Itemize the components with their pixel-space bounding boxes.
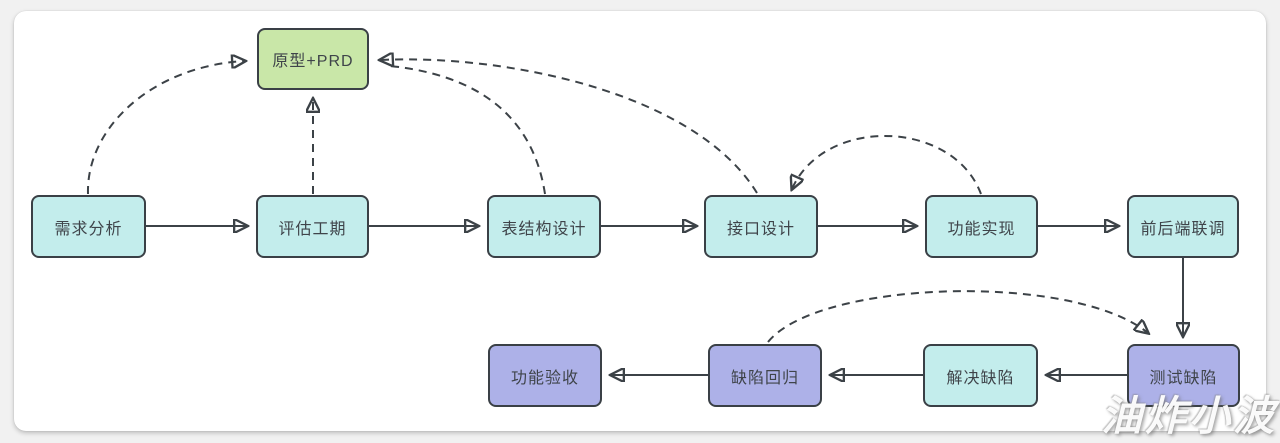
node-label: 功能实现 [947, 220, 1016, 238]
node-label: 需求分析 [54, 220, 123, 238]
node-test-defects: 测试缺陷 [1127, 344, 1240, 407]
node-label: 原型+PRD [272, 53, 354, 70]
node-feature-acceptance: 功能验收 [488, 344, 602, 407]
node-label: 接口设计 [726, 220, 795, 238]
node-defect-regression: 缺陷回归 [708, 344, 822, 407]
node-table-structure-design: 表结构设计 [487, 195, 601, 258]
node-prototype-prd: 原型+PRD [257, 28, 369, 90]
node-label: 评估工期 [278, 220, 347, 238]
node-label: 测试缺陷 [1149, 369, 1218, 387]
node-label: 功能验收 [510, 369, 579, 387]
watermark: 油炸小波 [1101, 393, 1277, 439]
diagram-canvas [14, 11, 1266, 431]
node-resolve-defects: 解决缺陷 [923, 344, 1038, 407]
node-label: 前后端联调 [1140, 220, 1226, 238]
node-label: 表结构设计 [501, 220, 587, 238]
node-api-design: 接口设计 [704, 195, 818, 258]
node-frontend-backend-integration: 前后端联调 [1127, 195, 1239, 258]
node-requirement-analysis: 需求分析 [31, 195, 146, 258]
node-feature-implementation: 功能实现 [925, 195, 1038, 258]
node-estimate-schedule: 评估工期 [256, 195, 369, 258]
node-label: 缺陷回归 [730, 369, 799, 387]
node-label: 解决缺陷 [946, 369, 1015, 387]
